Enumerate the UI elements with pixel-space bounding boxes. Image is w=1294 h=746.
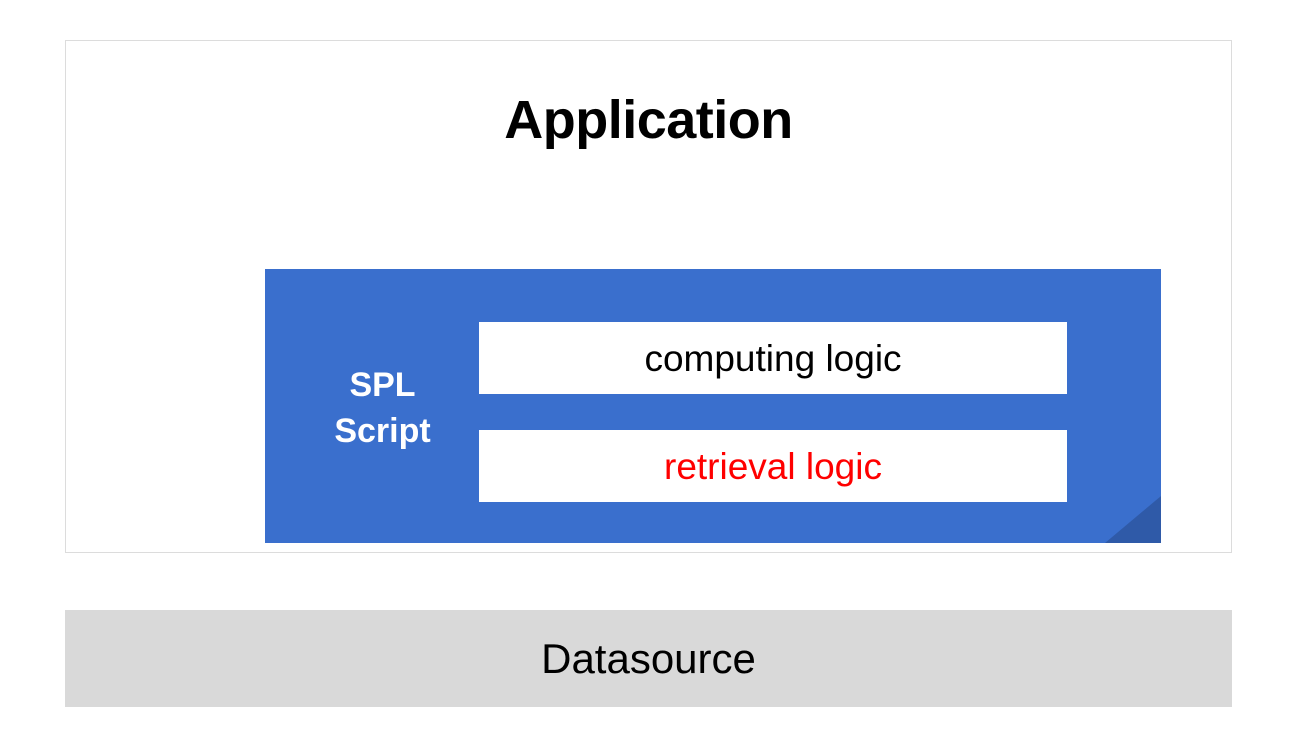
spl-script-document-shape: SPL Script computing logic retrieval log…	[265, 269, 1161, 543]
spl-script-label-line-2: Script	[334, 411, 431, 450]
application-container: Application SPL Script computing logic r…	[65, 40, 1232, 553]
datasource-label: Datasource	[541, 634, 756, 682]
computing-logic-label: computing logic	[644, 337, 902, 379]
datasource-bar: Datasource	[65, 610, 1232, 707]
application-title: Application	[504, 90, 793, 150]
computing-logic-box: computing logic	[479, 322, 1067, 394]
spl-script-label-line-1: SPL	[349, 366, 416, 404]
retrieval-logic-box: retrieval logic	[479, 430, 1067, 502]
spl-script-label: SPL Script	[295, 363, 470, 455]
retrieval-logic-label: retrieval logic	[664, 445, 882, 487]
